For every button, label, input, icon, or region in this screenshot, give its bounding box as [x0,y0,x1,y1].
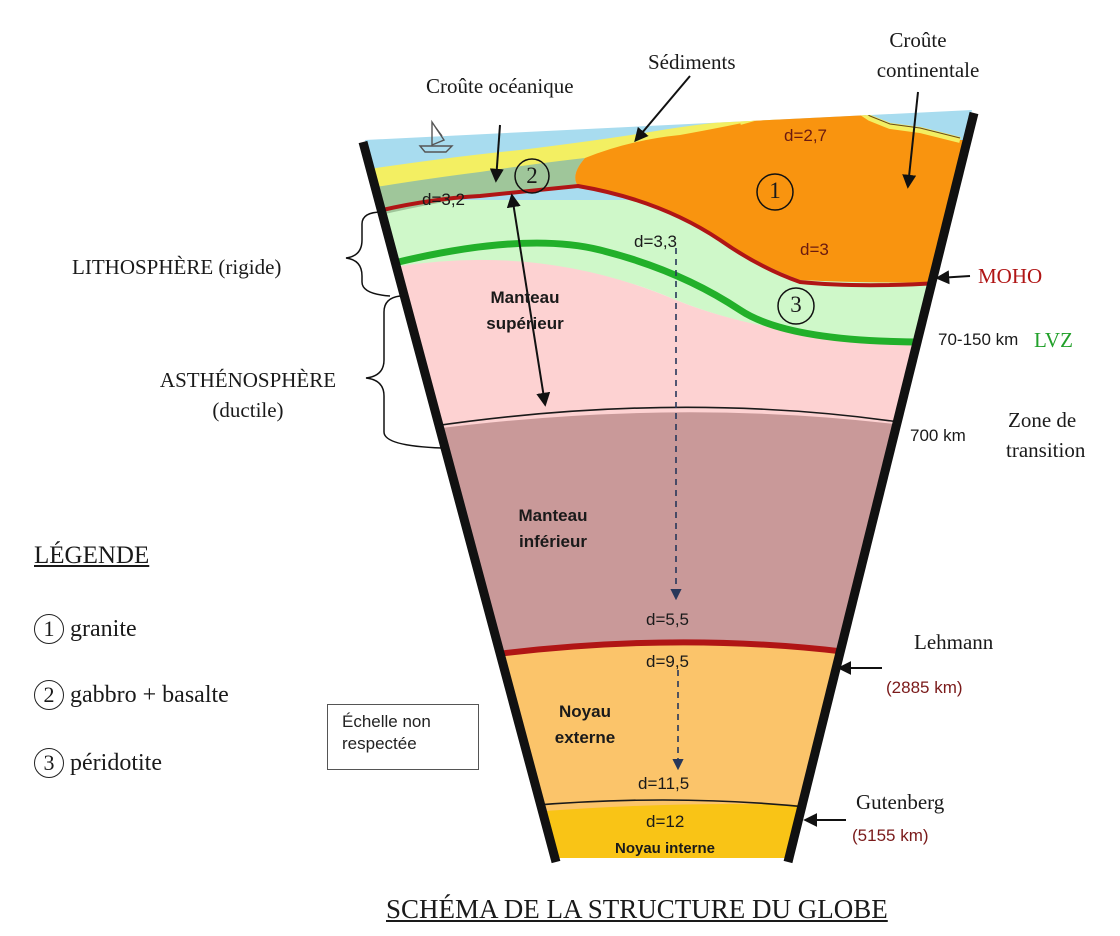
legend-heading: LÉGENDE [34,542,150,569]
legend-item-3-number: 3 [34,748,64,778]
marker-1-label: 1 [769,178,781,203]
upper-mantle-arrow [506,193,551,407]
lvz-line [365,239,972,346]
lithosphere-brace [345,211,391,297]
upper-mantle-label-line1: Manteau [490,288,560,307]
asthenosphere-layer [365,258,972,450]
density-inner-core: d=12 [646,812,685,831]
lvz-label: LVZ [1034,328,1073,352]
asthenosphere-label-line1: ASTHÉNOSPHÈRE [159,368,337,392]
asthenosphere-brace [365,295,443,449]
continental-crust-label-line2: continentale [876,58,980,82]
outer-core-label-line1: Noyau [559,702,611,721]
marker-2-circle [514,158,550,194]
scale-note-line2: respectée [342,734,417,754]
lithospheric-mantle-layer [365,179,972,342]
lower-mantle-label-line2: inférieur [518,532,588,551]
sediments-pointer [634,75,691,143]
lvz-depth-label: 70-150 km [938,330,1019,349]
legend-item-1-text: granite [70,615,137,642]
outer-core-label-line2: externe [554,728,616,747]
continental-crust-layer [575,110,972,283]
marker-1-circle [756,173,794,211]
moho-pointer [935,270,971,285]
density-continental-top: d=2,7 [784,126,828,145]
diagram-title: SCHÉMA DE LA STRUCTURE DU GLOBE [386,894,888,924]
density-outer-core-bottom: d=11,5 [638,774,690,793]
wedge-left-wall [358,140,561,864]
density-outer-core-top: d=9,5 [646,652,690,671]
density-mantle-bottom: d=5,5 [646,610,690,629]
marker-2-label: 2 [526,163,538,188]
upper-mantle-label-line2: supérieur [486,314,564,333]
transition-label-line1: Zone de [1008,408,1077,432]
legend-item-3-text: péridotite [70,749,162,776]
legend-item-2-text: gabbro + basalte [70,681,229,708]
lithosphere-label: LITHOSPHÈRE (rigide) [72,255,282,279]
transition-depth-label: 700 km [910,426,966,445]
wedge-right-wall [783,111,979,864]
moho-label: MOHO [978,264,1043,288]
ocean-crust-pointer [489,124,504,183]
lower-mantle-label-line1: Manteau [518,506,588,525]
density-continental-bottom: d=3 [800,240,829,259]
transition-label-line2: transition [1006,438,1086,462]
gutenberg-depth-label: (5155 km) [852,826,929,845]
moho-line [365,183,972,288]
legend-item-2: 2 gabbro + basalte [34,680,229,710]
marker-3-circle [777,287,815,325]
legend-item-1-number: 1 [34,614,64,644]
lehmann-label: Lehmann [914,630,994,654]
legend-item-2-number: 2 [34,680,64,710]
continental-crust-label-line1: Croûte [889,28,947,52]
inner-core-label: Noyau interne [614,840,716,857]
gutenberg-label: Gutenberg [856,790,945,814]
sediments-label: Sédiments [648,50,736,74]
legend-item-3: 3 péridotite [34,748,162,778]
asthenosphere-label-line2: (ductile) [212,398,284,422]
scale-note-line1: Échelle non [342,712,431,731]
boat-icon [418,119,454,153]
legend-item-1: 1 granite [34,614,137,644]
marker-3-label: 3 [790,292,802,317]
density-mantle-top: d=3,3 [634,232,678,251]
density-oceanic-crust: d=3,2 [422,190,466,209]
continental-crust-pointer [902,91,919,189]
oceanic-crust-label: Croûte océanique [426,74,574,98]
lehmann-depth-label: (2885 km) [886,678,963,697]
scale-note-box: Échelle non respectée [327,704,479,770]
